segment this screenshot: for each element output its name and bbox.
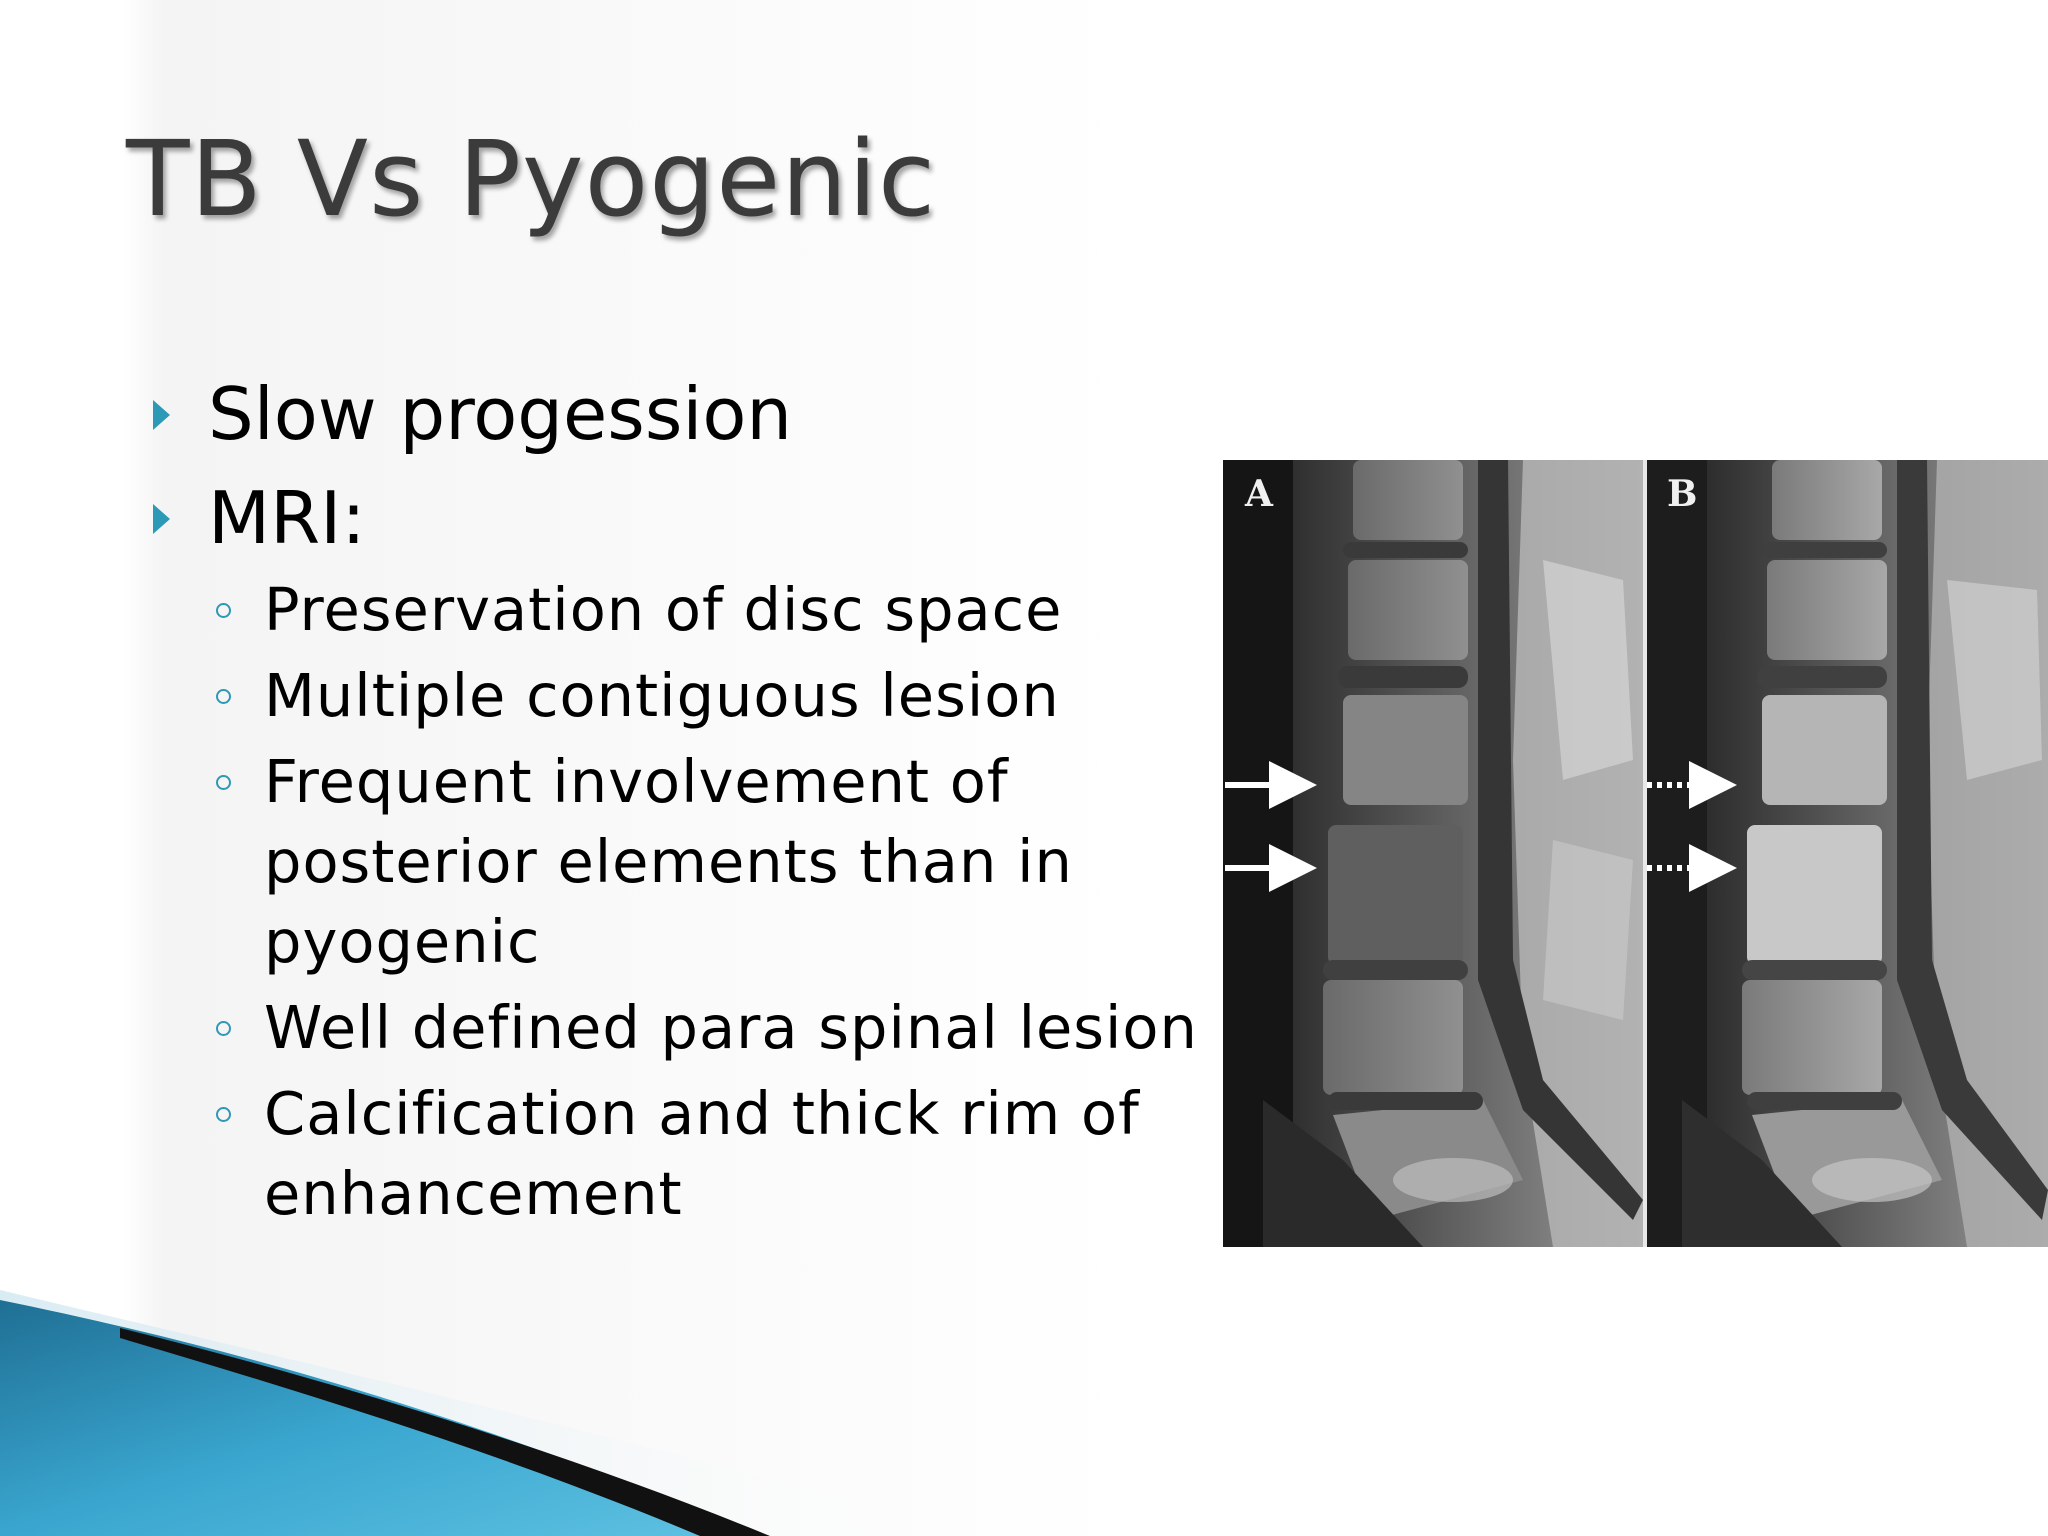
slide-title: TB Vs Pyogenic [126, 118, 937, 240]
sub-bullet-item: Preservation of disc space [150, 570, 1210, 650]
bullet-list: Slow progession MRI: Preservation of dis… [150, 362, 1210, 1234]
bullet-text: MRI: [208, 476, 366, 560]
circle-bullet-icon [216, 775, 231, 790]
sub-bullet-item: Frequent involvement of posterior elemen… [150, 742, 1210, 982]
mri-figure: A [1223, 460, 2048, 1247]
bullet-text: Slow progession [208, 372, 793, 456]
triangle-bullet-icon [153, 400, 170, 430]
mri-image: A [1223, 460, 2048, 1247]
triangle-bullet-icon [153, 504, 170, 534]
sub-bullet-text: Frequent involvement of posterior elemen… [264, 747, 1073, 976]
sub-bullet-text: Multiple contiguous lesion [264, 661, 1060, 730]
sub-bullet-list: Preservation of disc space Multiple cont… [150, 570, 1210, 1234]
bullet-item: MRI: [150, 466, 1210, 570]
bullet-item: Slow progession [150, 362, 1210, 466]
mri-panel-a: A [1223, 460, 1643, 1247]
panel-label-a: A [1244, 473, 1274, 515]
circle-bullet-icon [216, 689, 231, 704]
sub-bullet-text: Preservation of disc space [264, 575, 1063, 644]
sub-bullet-item: Calcification and thick rim of enhanceme… [150, 1074, 1210, 1234]
sub-bullet-item: Multiple contiguous lesion [150, 656, 1210, 736]
sub-bullet-item: Well defined para spinal lesion [150, 988, 1210, 1068]
circle-bullet-icon [216, 1107, 231, 1122]
panel-label-b: B [1667, 473, 1697, 515]
circle-bullet-icon [216, 603, 231, 618]
sub-bullet-text: Well defined para spinal lesion [264, 993, 1198, 1062]
panel-divider [1643, 460, 1647, 1247]
circle-bullet-icon [216, 1021, 231, 1036]
sub-bullet-text: Calcification and thick rim of enhanceme… [264, 1079, 1140, 1228]
mri-panel-b: B [1647, 460, 2048, 1247]
